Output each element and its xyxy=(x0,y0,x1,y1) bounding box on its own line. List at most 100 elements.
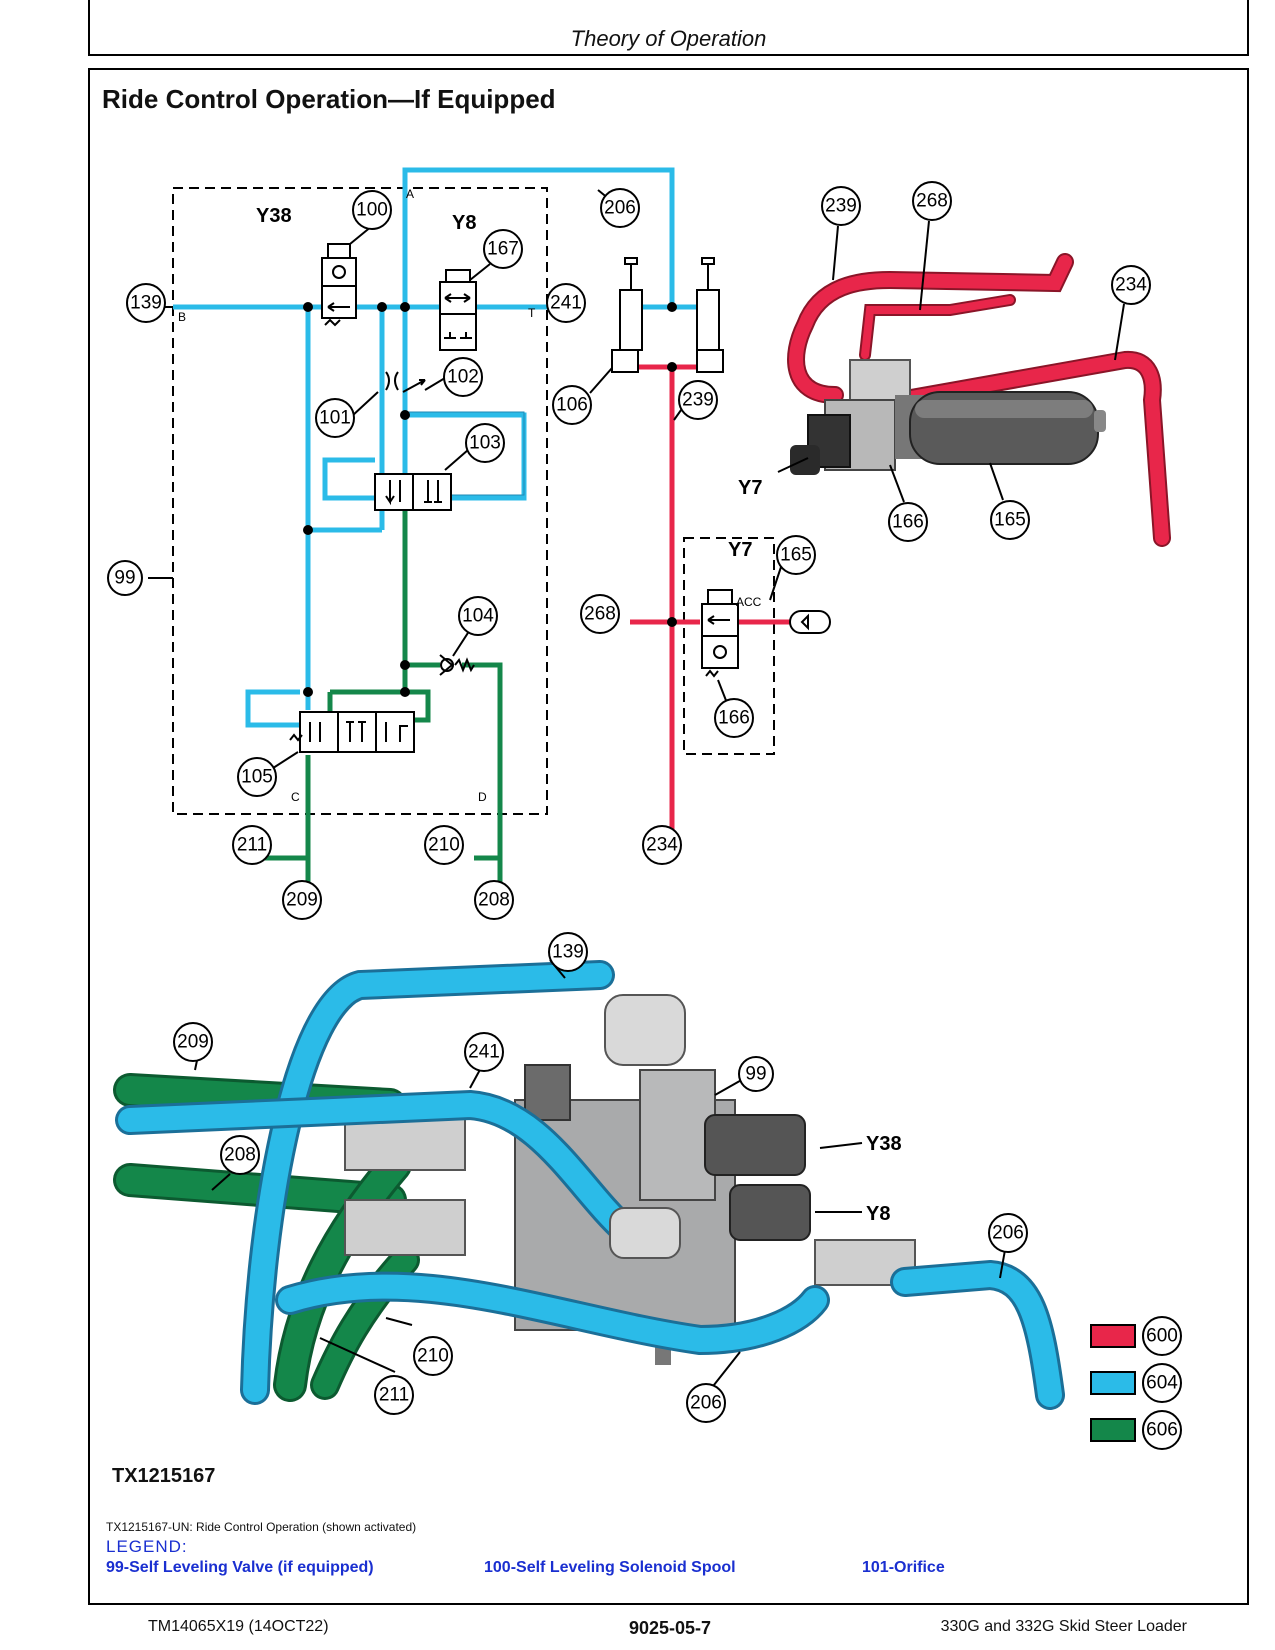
green-circuit xyxy=(264,510,503,885)
port-c: C xyxy=(291,790,300,804)
svg-text:206: 206 xyxy=(992,1223,1024,1244)
callout-106: 106 xyxy=(552,385,592,425)
legend-item-100: 100-Self Leveling Solenoid Spool xyxy=(484,1559,736,1576)
legend-title: LEGEND: xyxy=(106,1537,188,1556)
solenoid-valve-166 xyxy=(701,589,739,678)
svg-text:106: 106 xyxy=(556,395,588,416)
valve-105 xyxy=(289,711,415,753)
valve-103 xyxy=(374,473,452,511)
svg-text:210: 210 xyxy=(428,835,460,856)
svg-text:208: 208 xyxy=(478,890,510,911)
callout-valve-206-bottom: 206 xyxy=(686,1383,726,1423)
svg-text:167: 167 xyxy=(487,239,519,260)
port-d: D xyxy=(478,790,487,804)
svg-text:139: 139 xyxy=(552,942,584,963)
callout-165: 165 xyxy=(776,535,816,575)
callout-valve-208: 208 xyxy=(220,1135,260,1175)
svg-text:241: 241 xyxy=(468,1042,500,1063)
svg-text:104: 104 xyxy=(462,606,494,627)
orifice-101 xyxy=(385,371,426,393)
svg-text:99: 99 xyxy=(114,568,135,589)
callout-99: 99 xyxy=(107,560,143,596)
svg-text:101: 101 xyxy=(319,408,351,429)
svg-text:165: 165 xyxy=(994,510,1026,531)
svg-text:600: 600 xyxy=(1146,1326,1178,1347)
svg-text:604: 604 xyxy=(1146,1373,1178,1394)
callout-268: 268 xyxy=(580,594,620,634)
svg-text:100: 100 xyxy=(356,200,388,221)
color-legend: 600 604 606 xyxy=(1090,1316,1182,1450)
svg-text:234: 234 xyxy=(1115,275,1147,296)
footer-product: 330G and 332G Skid Steer Loader xyxy=(940,1618,1187,1635)
callout-210: 210 xyxy=(424,825,464,865)
callout-139: 139 xyxy=(126,283,166,323)
solenoid-valve-167 xyxy=(439,269,477,351)
svg-text:268: 268 xyxy=(916,191,948,212)
callout-104: 104 xyxy=(458,596,498,636)
svg-text:209: 209 xyxy=(286,890,318,911)
callout-photo-239: 239 xyxy=(821,186,861,226)
callout-211: 211 xyxy=(232,825,272,865)
section-header: Theory of Operation xyxy=(570,26,767,51)
svg-text:606: 606 xyxy=(1146,1420,1178,1441)
page-title: Ride Control Operation—If Equipped xyxy=(102,84,556,114)
callout-valve-241: 241 xyxy=(464,1032,504,1072)
callout-valve-210: 210 xyxy=(413,1336,453,1376)
callout-valve-99: 99 xyxy=(738,1056,774,1092)
port-a: A xyxy=(406,187,414,201)
svg-text:268: 268 xyxy=(584,604,616,625)
svg-text:239: 239 xyxy=(682,390,714,411)
solenoid-valve-100 xyxy=(321,243,357,327)
legend-item-101: 101-Orifice xyxy=(862,1559,945,1576)
callout-102: 102 xyxy=(443,357,483,397)
accumulator-165 xyxy=(789,610,831,634)
svg-text:105: 105 xyxy=(241,767,273,788)
legend-code-606: 606 xyxy=(1142,1410,1182,1450)
callout-valve-139: 139 xyxy=(548,932,588,972)
svg-text:209: 209 xyxy=(177,1032,209,1053)
callout-241: 241 xyxy=(546,283,586,323)
port-acc: ACC xyxy=(736,595,762,609)
legend-code-604: 604 xyxy=(1142,1363,1182,1403)
svg-text:234: 234 xyxy=(646,835,678,856)
label-y38: Y38 xyxy=(256,205,292,227)
callout-valve-209: 209 xyxy=(173,1022,213,1062)
callout-239: 239 xyxy=(678,380,718,420)
svg-text:239: 239 xyxy=(825,196,857,217)
valve-photo xyxy=(113,959,1065,1410)
photo-blue-hoses xyxy=(115,960,1065,1410)
svg-text:241: 241 xyxy=(550,293,582,314)
port-t: T xyxy=(528,306,536,320)
svg-text:206: 206 xyxy=(690,1393,722,1414)
callout-photo-166: 166 xyxy=(888,502,928,542)
legend-items: 99-Self Leveling Valve (if equipped) 100… xyxy=(106,1559,1206,1581)
valve-99-boundary xyxy=(172,187,548,815)
callout-206: 206 xyxy=(600,188,640,228)
svg-text:139: 139 xyxy=(130,293,162,314)
svg-text:211: 211 xyxy=(237,835,267,856)
callout-photo-234: 234 xyxy=(1111,265,1151,305)
schematic-labels: Y38 Y8 Y7 Y7 A B T C D ACC Y38 Y8 xyxy=(178,187,902,1225)
svg-text:102: 102 xyxy=(447,367,479,388)
callout-101: 101 xyxy=(315,398,355,438)
callout-234: 234 xyxy=(642,825,682,865)
label-y7-photo: Y7 xyxy=(738,477,762,499)
callout-photo-165: 165 xyxy=(990,500,1030,540)
svg-text:165: 165 xyxy=(780,545,812,566)
figure-id: TX1215167 xyxy=(112,1465,216,1487)
callout-100: 100 xyxy=(352,190,392,230)
legend-code-600: 600 xyxy=(1142,1316,1182,1356)
label-y8: Y8 xyxy=(452,212,476,234)
callout-166: 166 xyxy=(714,698,754,738)
swatch-600 xyxy=(1090,1324,1136,1348)
svg-text:206: 206 xyxy=(604,198,636,219)
svg-text:103: 103 xyxy=(469,433,501,454)
blue-circuit xyxy=(173,167,705,728)
footer-doc-id: TM14065X19 (14OCT22) xyxy=(148,1618,329,1635)
legend-item-99: 99-Self Leveling Valve (if equipped) xyxy=(106,1559,374,1576)
footer-page-number: 9025-05-7 xyxy=(628,1618,712,1638)
check-valve-104 xyxy=(439,654,475,676)
callout-105: 105 xyxy=(237,757,277,797)
figure-caption: TX1215167-UN: Ride Control Operation (sh… xyxy=(106,1520,417,1534)
